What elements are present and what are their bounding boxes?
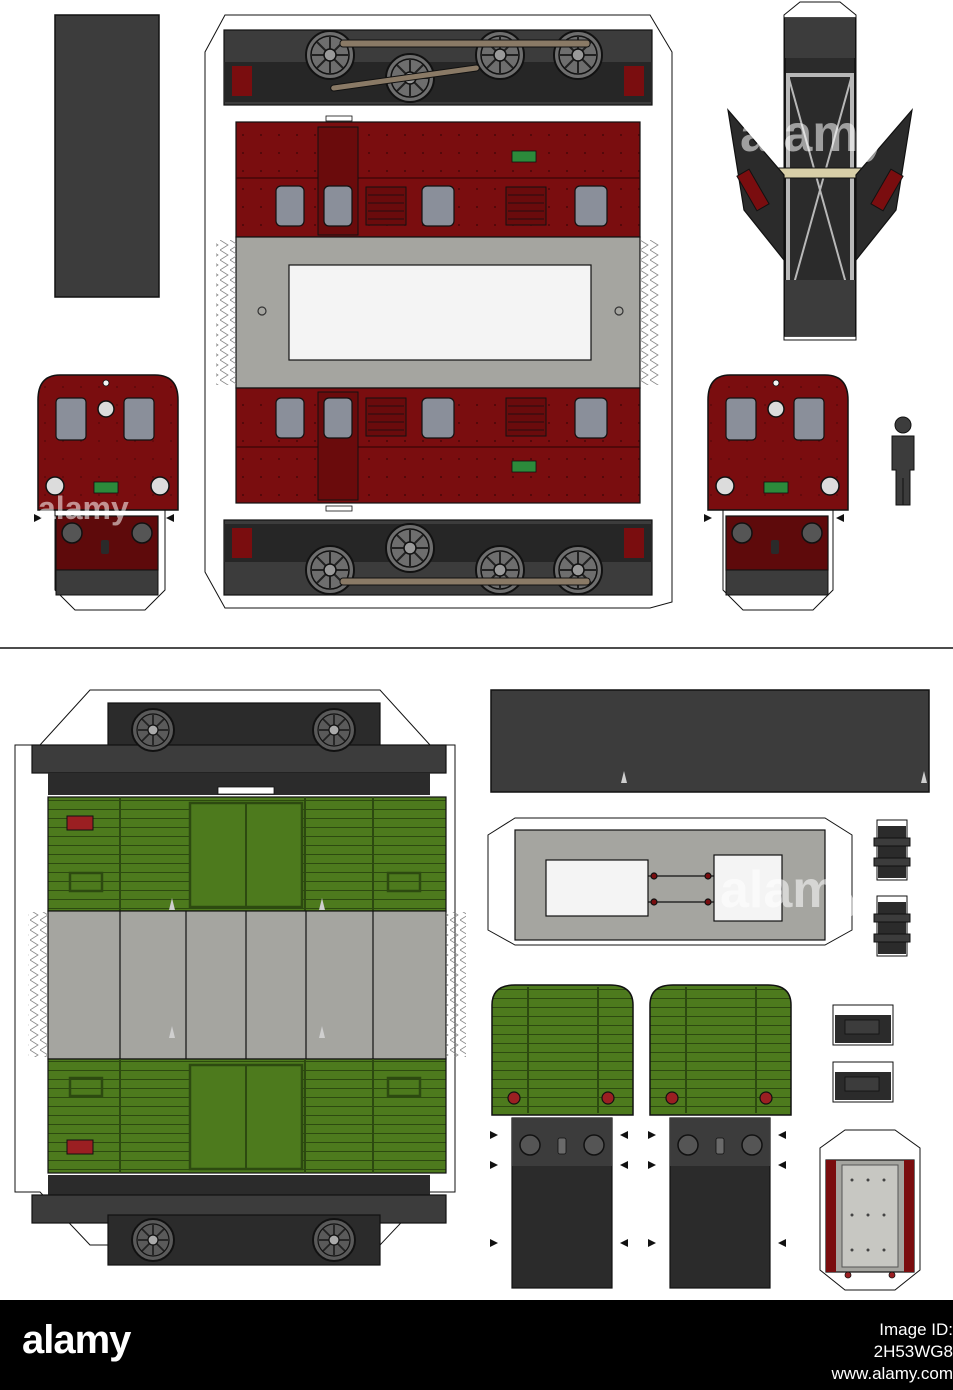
image-id: Image ID: 2H53WG8 — [873, 1320, 953, 1361]
buffer-parts — [832, 819, 911, 1103]
red-loco-body-net — [204, 14, 673, 609]
green-wagon-body-net — [14, 689, 466, 1266]
red-end-piece-left — [34, 374, 179, 611]
footer-bar — [0, 1300, 953, 1390]
green-end-piece-2 — [648, 984, 792, 1289]
scale-figure-icon — [891, 416, 915, 506]
site-url: www.alamy.com — [831, 1364, 953, 1383]
footer-image-info: Image ID: 2H53WG8 www.alamy.com — [826, 1319, 953, 1385]
chassis-bottom-piece — [819, 1129, 921, 1291]
footer-brand: alamy — [22, 1318, 131, 1362]
wagon-roof-strip — [490, 689, 930, 793]
red-loco-section — [34, 1, 915, 611]
papercraft-sheet — [0, 1, 953, 1291]
pantograph-net — [727, 1, 913, 341]
green-end-piece-1 — [490, 984, 634, 1289]
dark-side-panel — [54, 14, 160, 298]
wagon-underframe-net — [487, 817, 853, 946]
green-wagon-section — [14, 689, 930, 1291]
red-end-piece-right — [704, 374, 849, 611]
